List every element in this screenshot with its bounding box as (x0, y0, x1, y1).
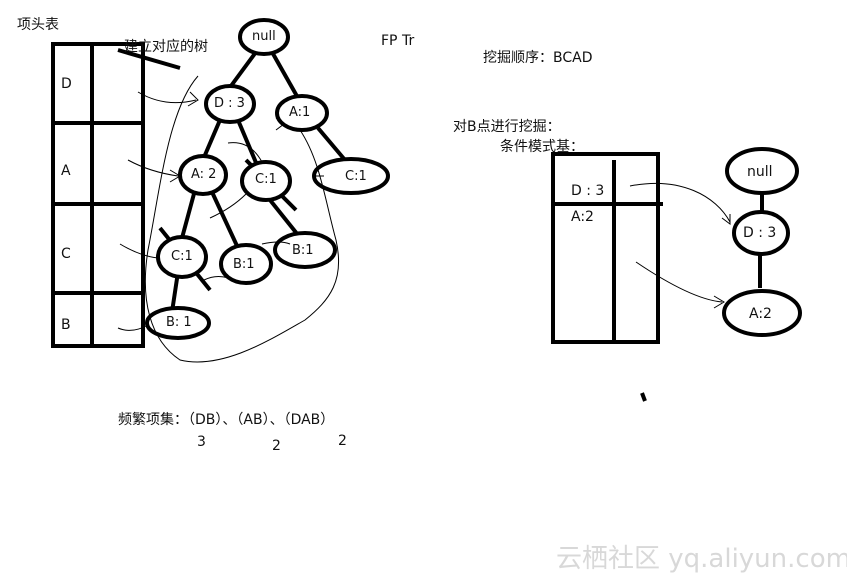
cond-tree (722, 147, 802, 337)
cond-node-d-label: D : 3 (743, 225, 777, 241)
header-table-title: 项头表 (17, 17, 59, 33)
cond-table (551, 152, 663, 344)
support-count-db: 3 (197, 434, 206, 450)
mine-b-label: 对B点进行挖掘： (453, 119, 561, 135)
fp-node-a-label: A: 2 (191, 167, 217, 182)
cond-node-a-label: A:2 (749, 306, 772, 322)
header-item-c: C (61, 246, 71, 262)
header-table (51, 42, 181, 348)
cond-row-a: A:2 (571, 209, 594, 225)
fp-node-b-bottom-label: B: 1 (166, 315, 192, 330)
fp-node-c-mid (240, 160, 292, 202)
fp-node-c-left-label: C:1 (171, 249, 193, 264)
build-tree-label: 建立对应的树 (124, 39, 208, 55)
header-item-a: A (61, 163, 71, 179)
cond-node-a (722, 289, 802, 337)
fp-root-node (238, 18, 290, 56)
cond-arrows (629, 182, 731, 309)
fp-node-c-far-label: C:1 (345, 169, 367, 184)
fp-node-a-right-label: A:1 (289, 105, 311, 120)
fp-node-b-mid-label: B:1 (233, 257, 255, 272)
support-count-dab: 2 (338, 433, 347, 449)
cond-root-node (725, 147, 799, 195)
watermark: 云栖社区 yq.aliyun.com (556, 544, 847, 574)
stray-mark (640, 392, 647, 402)
frequent-itemsets-label: 频繁项集：（DB）、（AB）、（DAB） (118, 412, 335, 428)
fp-node-d (204, 84, 256, 124)
fp-root-label: null (252, 29, 276, 44)
fp-node-c-mid-label: C:1 (255, 172, 277, 187)
cond-root-label: null (747, 164, 773, 180)
fp-node-d-label: D : 3 (214, 96, 245, 111)
header-item-d: D (61, 76, 72, 92)
cond-row-d: D : 3 (571, 183, 605, 199)
cond-base-label: 条件模式基： (500, 139, 584, 155)
fp-node-b-bottom (145, 306, 211, 340)
header-item-b: B (61, 317, 71, 333)
mining-order-label: 挖掘顺序：BCAD (483, 50, 593, 66)
support-count-ab: 2 (272, 438, 281, 454)
fp-node-c-far (312, 157, 390, 195)
fp-node-a-right (275, 94, 329, 132)
fp-node-b-right-label: B:1 (292, 243, 314, 258)
cond-node-d (732, 210, 790, 256)
fp-node-a (178, 154, 228, 196)
fp-node-b-right (273, 231, 337, 269)
node-link-arrows (117, 75, 340, 363)
fp-tree-title: FP Tr (381, 33, 415, 49)
fp-node-c-left (156, 235, 208, 279)
fp-tree-nodes (145, 18, 390, 340)
fp-node-b-mid (219, 243, 273, 285)
